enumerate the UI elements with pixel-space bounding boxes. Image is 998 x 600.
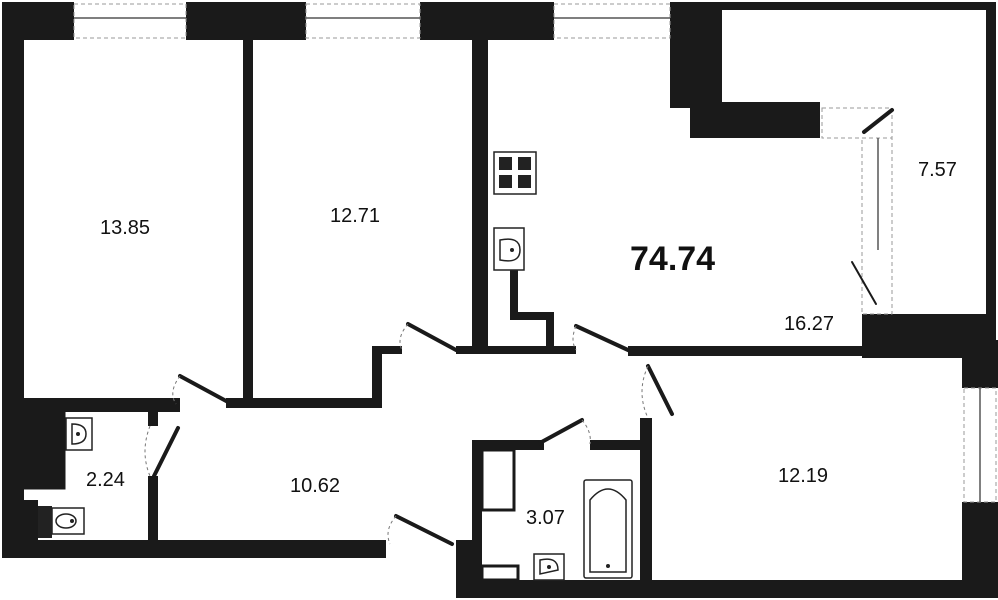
- windows: [73, 3, 997, 503]
- bath-cabinet: [480, 448, 516, 512]
- window-middle-bedroom: [305, 3, 421, 39]
- bath-stub: [480, 564, 520, 582]
- door-entrance-swing: [387, 515, 397, 545]
- wall-toilet-right: [148, 476, 158, 546]
- wall-bath-top-b: [590, 440, 650, 450]
- toilet-stub: [24, 500, 38, 540]
- wall-balcony-top: [716, 2, 992, 10]
- wall-top-3: [420, 2, 554, 40]
- balcony-door-leaf-top: [862, 108, 894, 134]
- balcony-door-leaf-bottom: [851, 261, 877, 305]
- wall-under-left-bedroom: [24, 398, 180, 412]
- door-middle-bedroom-swing: [399, 323, 409, 351]
- door-left-bedroom[interactable]: [178, 374, 230, 404]
- area-label-bedroom-left: 13.85: [100, 217, 150, 239]
- area-label-toilet: 2.24: [86, 469, 125, 491]
- area-label-bedroom-middle: 12.71: [330, 205, 380, 227]
- door-right-bedroom-swing: [641, 365, 649, 419]
- window-balcony-side: [861, 137, 893, 315]
- door-left-bedroom-swing: [172, 375, 181, 405]
- wall-right-upper: [962, 340, 998, 388]
- door-toilet[interactable]: [152, 426, 180, 478]
- door-bathroom-swing: [581, 419, 591, 445]
- area-label-hallway: 10.62: [290, 475, 340, 497]
- wall-corridor-top-a: [372, 346, 402, 354]
- area-labels: 74.74 13.85 12.71 16.27 7.57 2.24 10.62 …: [86, 159, 957, 529]
- door-middle-bedroom[interactable]: [406, 322, 458, 352]
- door-entrance[interactable]: [394, 514, 454, 546]
- area-label-bedroom-right: 12.19: [778, 465, 828, 487]
- wall-outer-left: [2, 2, 24, 558]
- doors: [144, 322, 674, 546]
- wall-corridor-step: [372, 346, 382, 408]
- toilet-cabinet: [22, 410, 66, 490]
- wall-balcony-right: [986, 2, 996, 362]
- door-toilet-swing: [144, 425, 151, 477]
- wall-top-1: [2, 2, 74, 40]
- area-label-balcony: 7.57: [918, 159, 957, 181]
- total-area-label: 74.74: [630, 240, 715, 278]
- wall-notch: [670, 2, 722, 108]
- wall-bath-top-a: [472, 440, 544, 450]
- kitchen-sink-icon: [493, 227, 525, 271]
- wall-bottom-right: [456, 580, 996, 598]
- wall-nook-v2: [546, 312, 554, 352]
- door-kitchen-swing: [572, 325, 577, 351]
- wall-nook-v: [510, 270, 518, 318]
- wall-corridor-top-b: [456, 346, 576, 354]
- wall-nook-h: [510, 312, 552, 320]
- door-kitchen[interactable]: [574, 324, 630, 352]
- wall-kitchen-left: [472, 40, 488, 352]
- window-kitchen: [553, 3, 671, 39]
- toilet-bowl-icon: [38, 506, 85, 538]
- stove-icon: [493, 151, 537, 195]
- wall-balcony-lower: [690, 102, 820, 138]
- area-label-living-kitchen: 16.27: [784, 313, 834, 335]
- fixtures: [38, 151, 633, 581]
- wall-under-middle-bedroom: [226, 398, 382, 408]
- area-label-bathroom: 3.07: [526, 507, 565, 529]
- wall-right-bedroom-top: [640, 346, 652, 356]
- wall-bedroom-divider: [243, 40, 253, 398]
- door-right-bedroom[interactable]: [646, 364, 674, 416]
- wall-toilet-door-top: [148, 412, 158, 426]
- bathtub-icon: [583, 479, 633, 579]
- window-left-bedroom: [73, 3, 187, 39]
- wall-right-bedroom-left: [640, 418, 652, 588]
- toilet-sink-icon: [65, 417, 93, 451]
- wall-top-2: [186, 2, 306, 40]
- bathroom-sink-icon: [533, 553, 565, 581]
- door-bathroom[interactable]: [536, 418, 584, 446]
- window-balcony-door: [821, 107, 893, 139]
- wall-kitchen-bottom: [628, 346, 868, 356]
- wall-bottom-left: [2, 540, 386, 558]
- wall-bath-left: [472, 440, 482, 580]
